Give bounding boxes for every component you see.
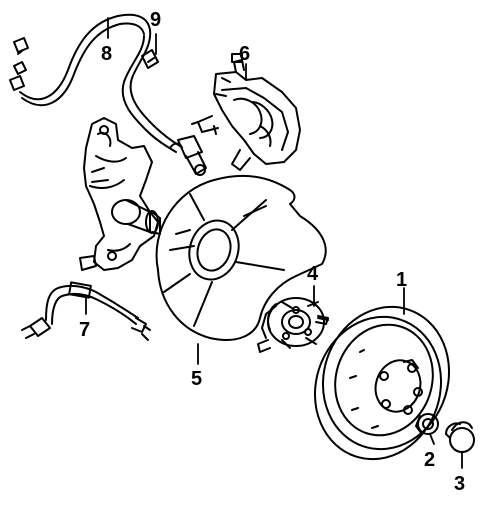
callout-4: 4: [307, 263, 319, 285]
abs-sensor-harness: [9, 13, 207, 176]
dust-cap: [445, 421, 475, 453]
wheel-hub: [257, 297, 329, 353]
splash-shield: [155, 174, 327, 341]
callout-6: 6: [239, 43, 250, 65]
callout-1: 1: [396, 269, 407, 291]
callout-9: 9: [150, 9, 161, 31]
leader-lines: [85, 17, 463, 469]
brake-caliper: [191, 53, 301, 171]
callout-7: 7: [79, 319, 90, 341]
brake-hose: [21, 281, 151, 341]
callout-5: 5: [191, 368, 202, 390]
hub-nut: [415, 413, 439, 435]
steering-knuckle: [79, 117, 161, 271]
callout-2: 2: [424, 449, 435, 471]
callout-3: 3: [454, 473, 465, 495]
callouts: 1 2 3 4 5 6 7 8 9: [79, 9, 465, 495]
brake-rotor: [313, 305, 451, 461]
callout-8: 8: [101, 43, 112, 65]
